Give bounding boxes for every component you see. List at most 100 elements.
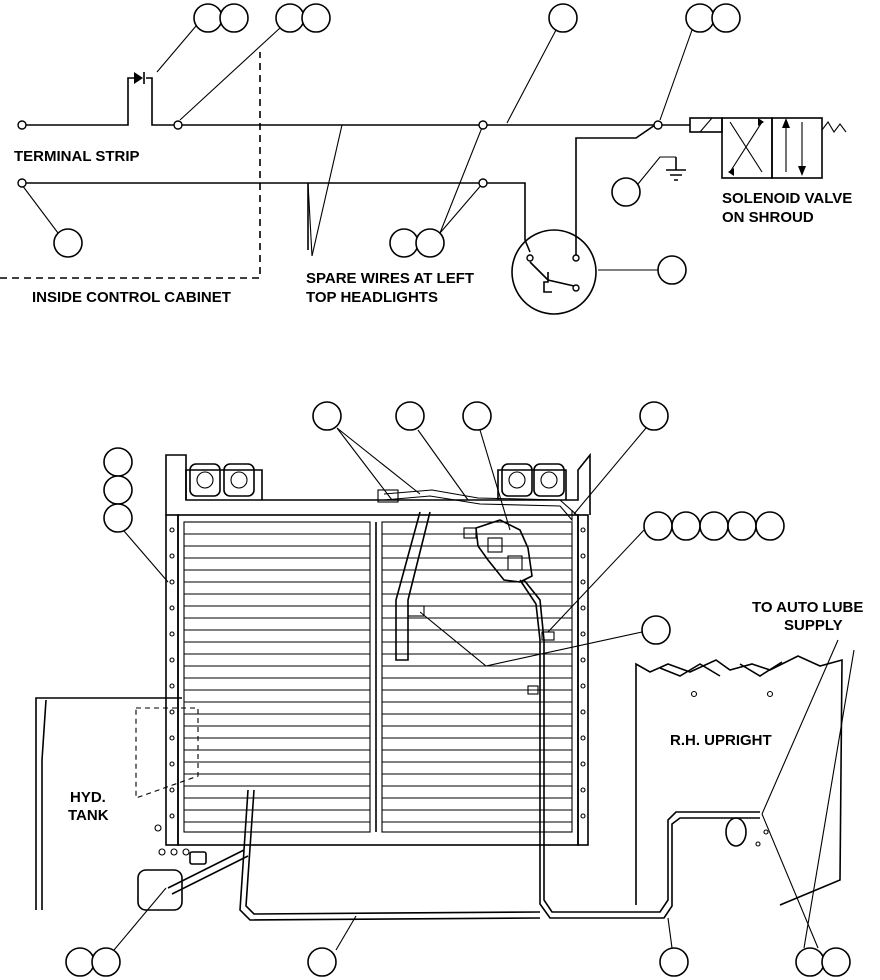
wire xyxy=(146,77,178,126)
hyd-tank-hidden-edge xyxy=(135,707,199,799)
callout-bubble xyxy=(641,615,671,645)
auto-lube-label-line2: SUPPLY xyxy=(784,617,843,634)
wire xyxy=(575,124,656,256)
arrow-icon xyxy=(782,118,790,128)
headlight-lens xyxy=(196,471,214,489)
callout-bubble xyxy=(699,511,729,541)
callout-bubble xyxy=(103,475,133,505)
callout-bubble xyxy=(821,947,851,977)
lube-line-right xyxy=(523,579,760,913)
leader-line xyxy=(506,29,557,124)
spare-wires-label-line2: TOP HEADLIGHTS xyxy=(306,289,438,306)
manifold-fitting xyxy=(487,537,503,553)
callout-bubble xyxy=(711,3,741,33)
control-cabinet-boundary xyxy=(0,52,261,279)
rail-bolt xyxy=(580,761,586,767)
arrow-icon xyxy=(798,166,806,176)
callout-bubble xyxy=(462,401,492,431)
rail-bolt xyxy=(169,761,175,767)
lube-line-to-tank xyxy=(167,849,245,889)
rh-upright-outline xyxy=(635,655,843,906)
wiring-schematic: TERMINAL STRIP INSIDE CONTROL CABINET SP… xyxy=(0,3,852,315)
headlight-lens xyxy=(540,471,558,489)
spare-wire-leader xyxy=(307,182,313,257)
callout-bubble xyxy=(685,3,715,33)
harness-connector xyxy=(377,489,399,503)
injector-manifold xyxy=(475,519,533,583)
tank-bolt xyxy=(182,848,190,856)
headlight-right-2 xyxy=(533,463,565,497)
rail-bolt xyxy=(169,683,175,689)
callout-bubble xyxy=(671,511,701,541)
wire-harness xyxy=(383,489,579,517)
callout-bubble xyxy=(53,228,83,258)
tank-bolt xyxy=(158,848,166,856)
rail-bolt xyxy=(580,579,586,585)
inside-control-cabinet-label: INSIDE CONTROL CABINET xyxy=(32,289,231,306)
leader-line xyxy=(113,887,167,951)
solenoid-valve-label-line1: SOLENOID VALVE xyxy=(722,190,852,207)
upright-cutout xyxy=(725,817,747,847)
radiator-fins xyxy=(184,533,572,823)
terminal-node xyxy=(653,120,663,130)
rail-bolt xyxy=(580,787,586,793)
lube-reservoir xyxy=(137,869,183,911)
terminal-strip-label: TERMINAL STRIP xyxy=(14,148,140,165)
leader-line xyxy=(573,427,647,515)
callout-bubble xyxy=(657,255,687,285)
diode-symbol xyxy=(134,72,143,84)
leader-line xyxy=(179,27,281,121)
hyd-tank-outline xyxy=(35,697,182,910)
core-right-panel xyxy=(381,521,573,833)
rail-bolt xyxy=(580,709,586,715)
clamp-fitting xyxy=(527,685,539,695)
leader-line xyxy=(419,611,643,667)
callout-bubble xyxy=(91,947,121,977)
pressure-switch-housing xyxy=(511,229,597,315)
callout-bubble xyxy=(548,3,578,33)
leader-line xyxy=(336,427,421,501)
top-frame xyxy=(165,452,591,515)
callout-bubble xyxy=(103,447,133,477)
radiator-side-rail-right xyxy=(577,514,589,846)
headlight-left-1 xyxy=(189,463,221,497)
callout-bubble xyxy=(659,947,689,977)
terminal-node xyxy=(17,178,27,188)
leader-line xyxy=(123,530,169,583)
terminal-node xyxy=(478,178,488,188)
rail-bolt xyxy=(169,657,175,663)
core-left-panel xyxy=(183,521,371,833)
rail-bolt xyxy=(580,683,586,689)
headlight-lens xyxy=(508,471,526,489)
tank-bolt xyxy=(154,824,162,832)
lube-line-to-tank-inner xyxy=(171,855,249,895)
wire xyxy=(22,77,136,126)
valve-spring xyxy=(821,121,847,133)
upright-hole xyxy=(766,690,774,698)
callout-bubble xyxy=(301,3,331,33)
rail-bolt xyxy=(580,527,586,533)
leader-line xyxy=(21,184,59,234)
manifold-fitting xyxy=(463,527,477,539)
rail-bolt xyxy=(169,735,175,741)
rail-bolt xyxy=(169,605,175,611)
radiator-core xyxy=(177,514,579,846)
terminal-node xyxy=(478,120,488,130)
tank-bolt xyxy=(170,848,178,856)
ground-icon xyxy=(666,169,686,181)
callout-bubble xyxy=(415,228,445,258)
rail-bolt xyxy=(580,605,586,611)
arrow-icon xyxy=(728,168,734,176)
rail-bolt xyxy=(169,787,175,793)
callout-bubble xyxy=(219,3,249,33)
rail-bolt xyxy=(169,813,175,819)
rail-bolt xyxy=(169,579,175,585)
callout-bubble xyxy=(795,947,825,977)
switch-contact xyxy=(526,254,534,262)
wire-harness xyxy=(383,495,573,522)
solenoid-coil-mark xyxy=(699,117,713,133)
rail-bolt xyxy=(580,813,586,819)
headlight-left-2 xyxy=(223,463,255,497)
callout-bubble xyxy=(193,3,223,33)
